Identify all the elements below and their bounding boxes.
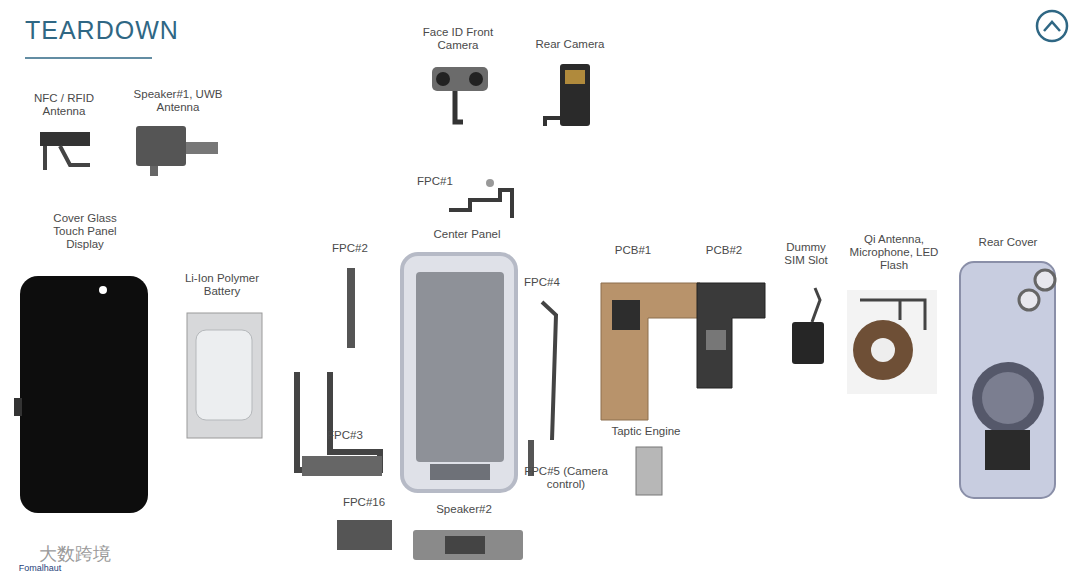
part-label: FPC#2 (325, 242, 375, 255)
part-label: Speaker#1, UWB Antenna (131, 88, 226, 114)
part-label: Center Panel (422, 228, 512, 241)
part-label: PCB#2 (699, 244, 749, 257)
part-label: Face ID Front Camera (413, 26, 503, 52)
part-label: FPC#5 (Camera control) (517, 465, 615, 491)
part-label: Rear Camera (525, 38, 615, 51)
part-label: FPC#16 (337, 496, 392, 509)
part-label: FPC#3 (320, 429, 370, 442)
part-label: Li-Ion Polymer Battery (172, 272, 272, 298)
part-label: NFC / RFID Antenna (29, 92, 99, 118)
part-label: Cover Glass Touch Panel Display (45, 212, 125, 251)
part-label: FPC#4 (517, 276, 567, 289)
watermark: 大数跨境 (10, 544, 140, 564)
part-label: Taptic Engine (601, 425, 691, 438)
part-label: PCB#1 (608, 244, 658, 257)
page-title: TEARDOWN (25, 16, 179, 45)
part-label: FPC#1 (410, 175, 460, 188)
part-label: Qi Antenna, Microphone, LED Flash (848, 233, 940, 272)
part-label: Rear Cover (968, 236, 1048, 249)
part-label: Speaker#2 (429, 503, 499, 516)
part-label: Dummy SIM Slot (775, 241, 837, 267)
logo-text: Fomalhaut (5, 563, 75, 574)
